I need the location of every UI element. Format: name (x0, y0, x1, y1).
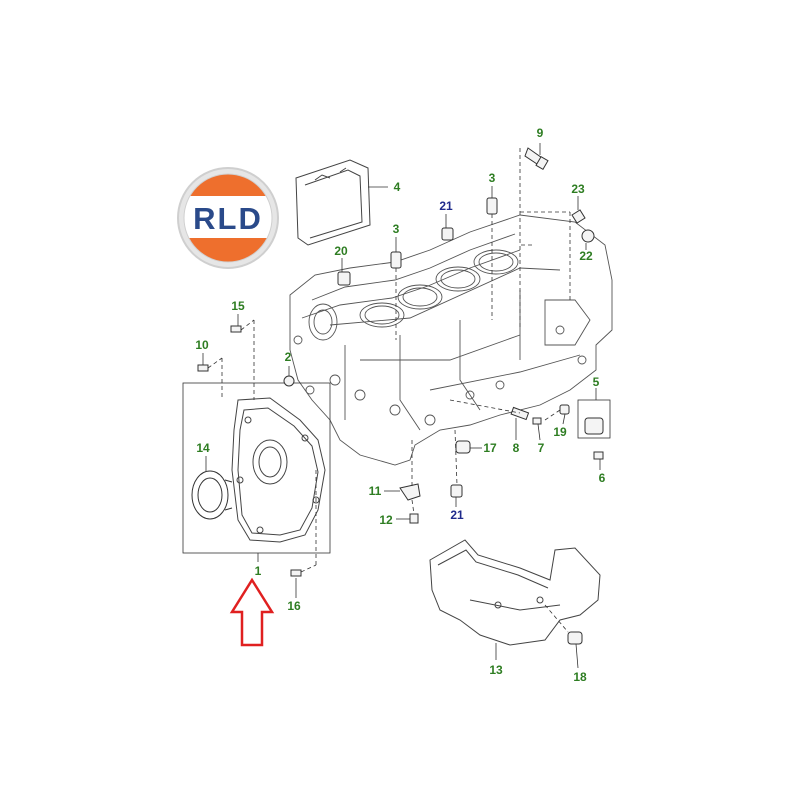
callout-21: 21 (450, 508, 464, 522)
leader-lines (202, 143, 601, 669)
red-arrow-icon (229, 577, 275, 647)
callout-22: 22 (579, 249, 593, 263)
small-parts (197, 147, 604, 645)
callout-5: 5 (593, 375, 600, 389)
callout-12: 12 (379, 513, 393, 527)
callout-9: 9 (537, 126, 544, 140)
callout-16: 16 (287, 599, 301, 613)
timing-cover-group-box (182, 382, 331, 554)
callout-21: 21 (439, 199, 453, 213)
callout-6: 6 (599, 471, 606, 485)
callout-13: 13 (489, 663, 503, 677)
callout-numbers: 1 2 3 3 4 5 6 7 8 9 10 11 12 13 14 15 16… (195, 126, 605, 684)
callout-4: 4 (394, 180, 401, 194)
callout-10: 10 (195, 338, 209, 352)
callout-11: 11 (369, 484, 382, 498)
callout-18: 18 (573, 670, 587, 684)
callout-23: 23 (571, 182, 585, 196)
callout-17: 17 (483, 441, 497, 455)
timing-cover (231, 397, 326, 543)
cover-plate-4 (295, 159, 371, 246)
callout-7: 7 (538, 441, 545, 455)
callout-2: 2 (285, 350, 292, 364)
rld-logo: RLD (177, 167, 279, 269)
callout-15: 15 (231, 299, 245, 313)
solenoid-group-box (577, 399, 611, 439)
lower-shield-13 (429, 539, 601, 646)
engine-block (289, 214, 613, 466)
callout-20: 20 (334, 244, 348, 258)
callout-19: 19 (553, 425, 567, 439)
logo-text: RLD (193, 201, 263, 236)
front-crank-seal (191, 470, 233, 520)
callout-14: 14 (196, 441, 210, 455)
callout-8: 8 (513, 441, 520, 455)
callout-1: 1 (255, 564, 262, 578)
callout-3: 3 (489, 171, 496, 185)
callout-3: 3 (393, 222, 400, 236)
